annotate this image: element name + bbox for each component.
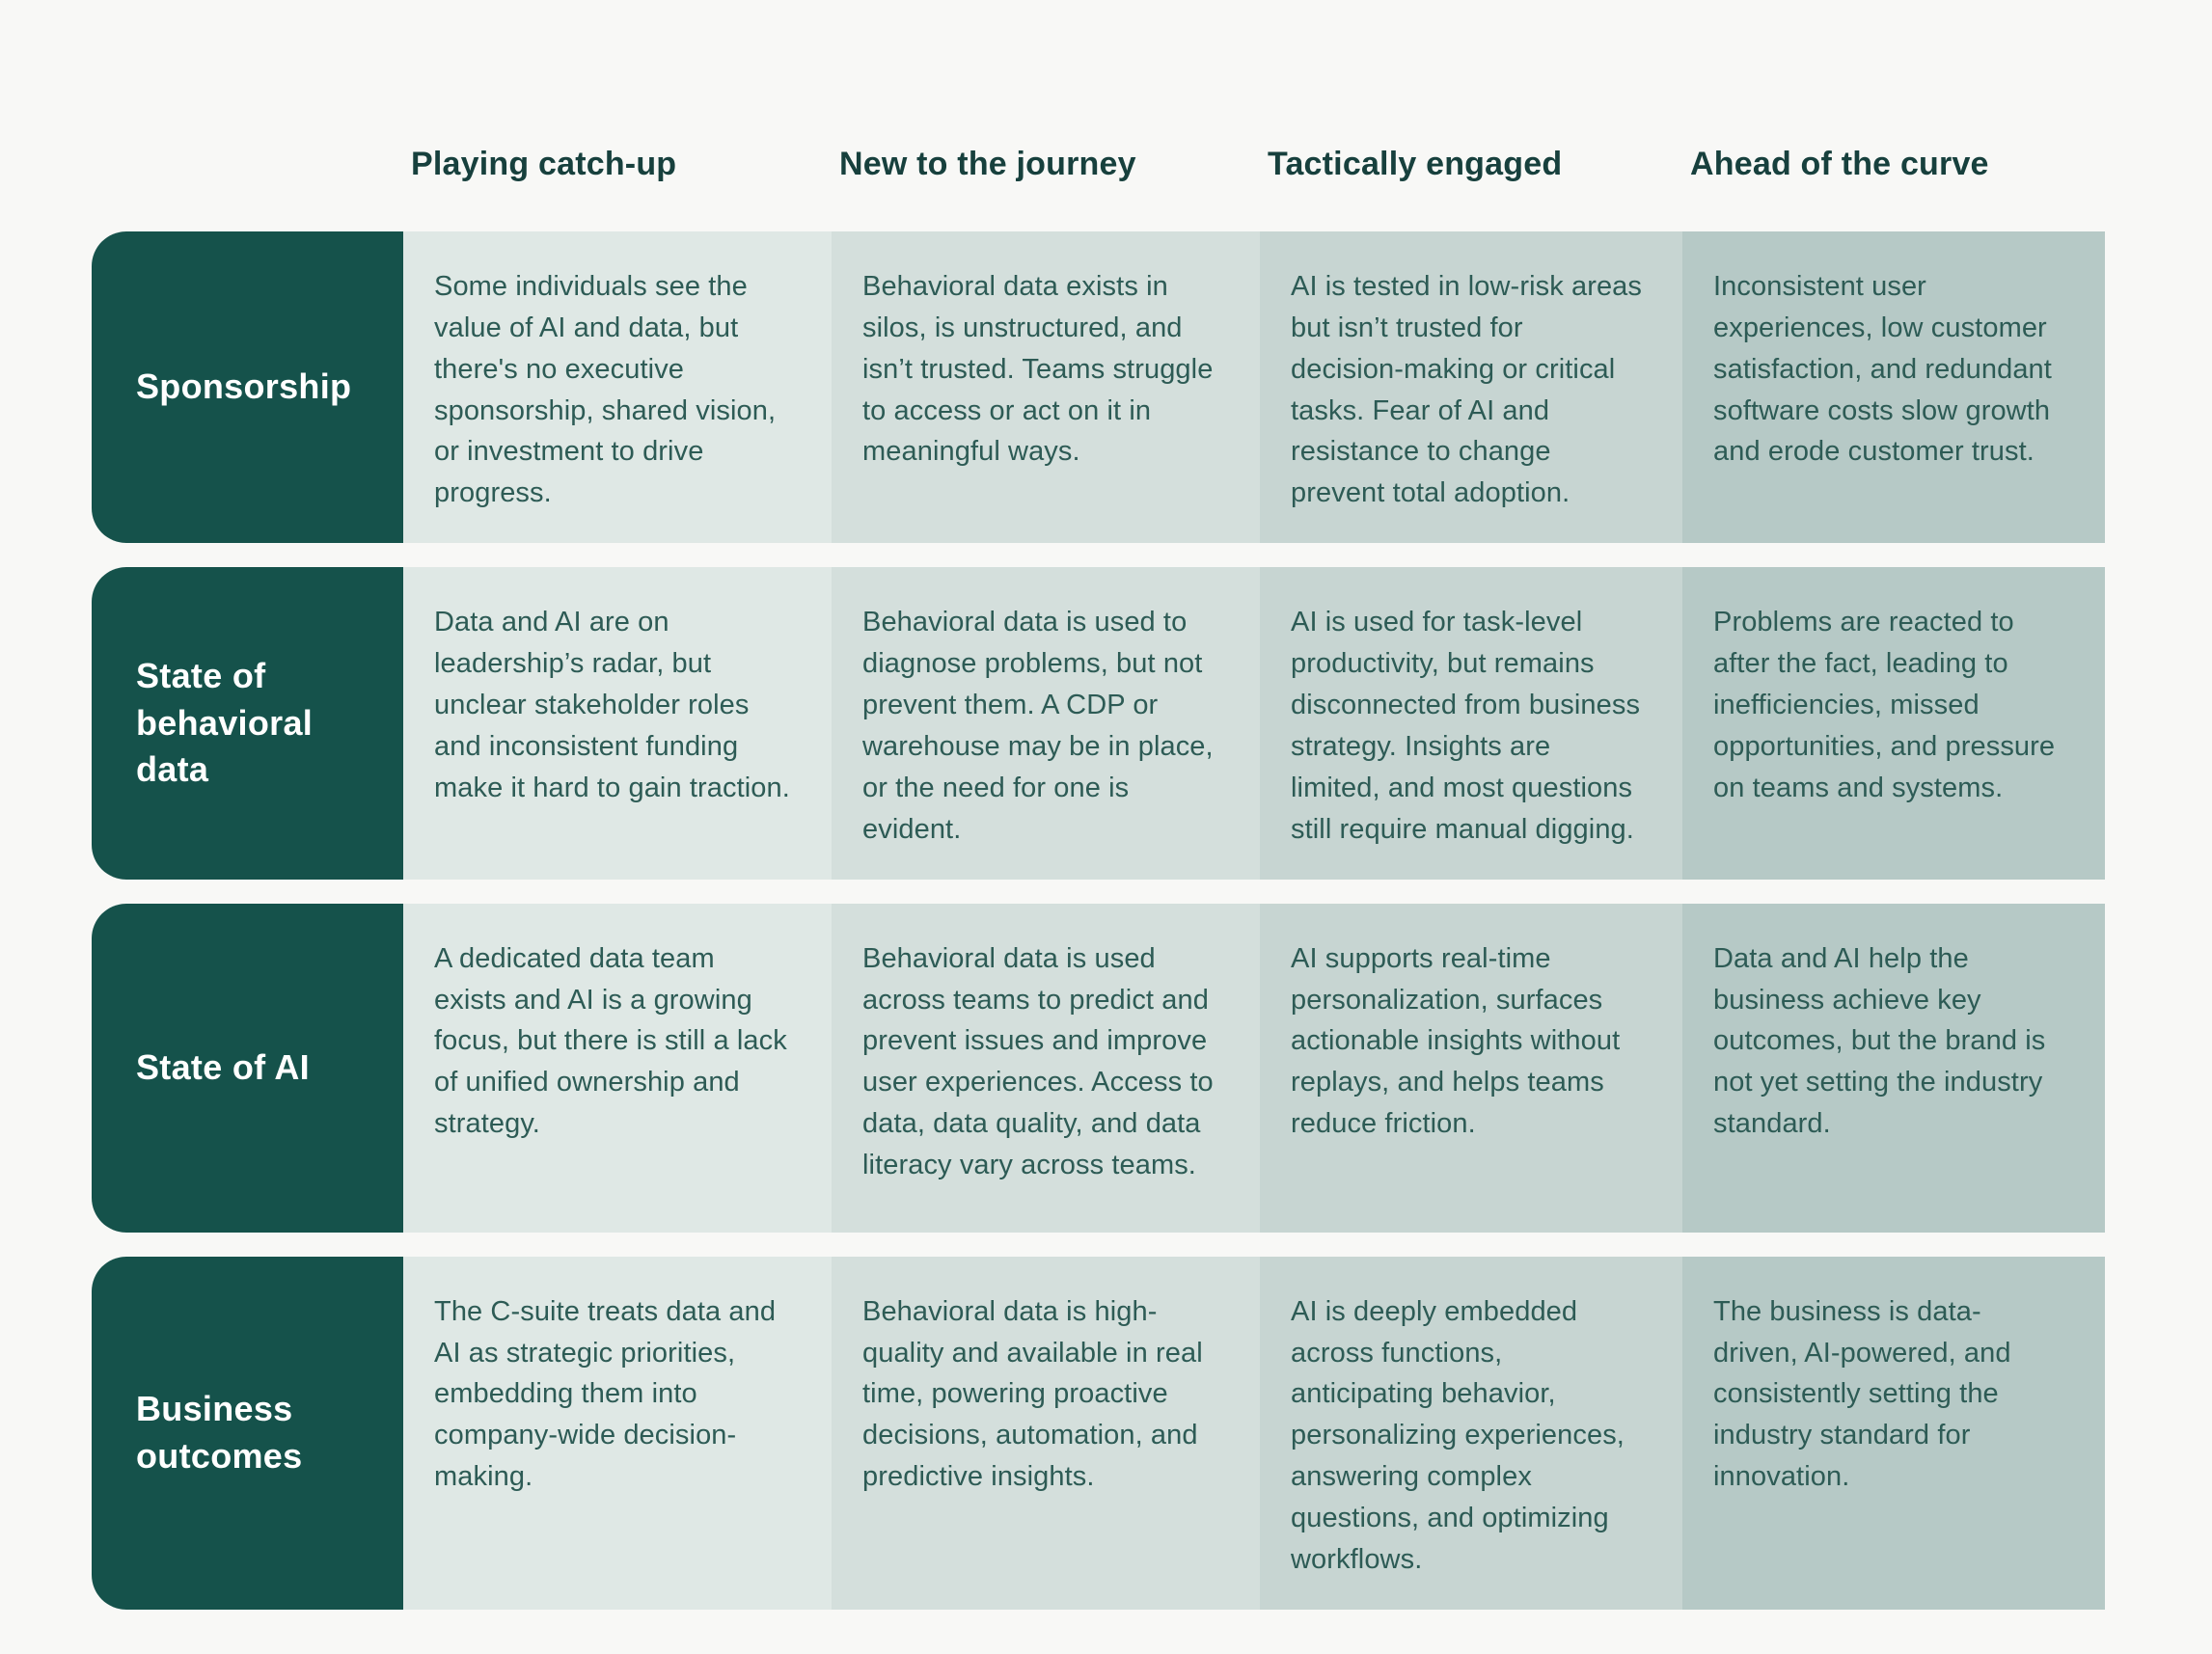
table-row-state-of-behavioral-data: State of behavioral data Data and AI are…	[92, 567, 2105, 880]
column-header-new-to-the-journey: New to the journey	[839, 146, 1136, 182]
cell-behavioral-data-tactically-engaged: AI is used for task-level productivity, …	[1260, 567, 1682, 880]
column-header-ahead-of-the-curve: Ahead of the curve	[1690, 146, 1989, 182]
cell-behavioral-data-new-to-the-journey: Behavioral data is used to diagnose prob…	[832, 567, 1260, 880]
cell-behavioral-data-ahead-of-the-curve: Problems are reacted to after the fact, …	[1682, 567, 2105, 880]
column-header-playing-catch-up: Playing catch-up	[411, 146, 677, 182]
cell-state-of-ai-tactically-engaged: AI supports real-time personalization, s…	[1260, 903, 1682, 1233]
cell-business-outcomes-new-to-the-journey: Behavioral data is high-quality and avai…	[832, 1256, 1260, 1611]
cell-state-of-ai-new-to-the-journey: Behavioral data is used across teams to …	[832, 903, 1260, 1233]
cell-business-outcomes-playing-catch-up: The C-suite treats data and AI as strate…	[403, 1256, 832, 1611]
cell-state-of-ai-ahead-of-the-curve: Data and AI help the business achieve ke…	[1682, 903, 2105, 1233]
row-header-state-of-ai: State of AI	[92, 903, 403, 1233]
cell-state-of-ai-playing-catch-up: A dedicated data team exists and AI is a…	[403, 903, 832, 1233]
header-spacer	[92, 145, 403, 184]
cell-sponsorship-new-to-the-journey: Behavioral data exists in silos, is unst…	[832, 230, 1260, 544]
cell-sponsorship-tactically-engaged: AI is tested in low-risk areas but isn’t…	[1260, 230, 1682, 544]
cell-sponsorship-playing-catch-up: Some individuals see the value of AI and…	[403, 230, 832, 544]
cell-business-outcomes-ahead-of-the-curve: The business is data-driven, AI-powered,…	[1682, 1256, 2105, 1611]
cell-behavioral-data-playing-catch-up: Data and AI are on leadership’s radar, b…	[403, 567, 832, 880]
column-header-row: Playing catch-up New to the journey Tact…	[92, 145, 2105, 184]
row-header-business-outcomes: Business outcomes	[92, 1256, 403, 1611]
table-row-sponsorship: Sponsorship Some individuals see the val…	[92, 230, 2105, 544]
table-row-business-outcomes: Business outcomes The C-suite treats dat…	[92, 1256, 2105, 1611]
column-header-tactically-engaged: Tactically engaged	[1268, 146, 1563, 182]
cell-business-outcomes-tactically-engaged: AI is deeply embedded across functions, …	[1260, 1256, 1682, 1611]
cell-sponsorship-ahead-of-the-curve: Inconsistent user experiences, low custo…	[1682, 230, 2105, 544]
maturity-table: Playing catch-up New to the journey Tact…	[92, 145, 2105, 1634]
row-header-state-of-behavioral-data: State of behavioral data	[92, 567, 403, 880]
row-header-sponsorship: Sponsorship	[92, 230, 403, 544]
table-row-state-of-ai: State of AI A dedicated data team exists…	[92, 903, 2105, 1233]
